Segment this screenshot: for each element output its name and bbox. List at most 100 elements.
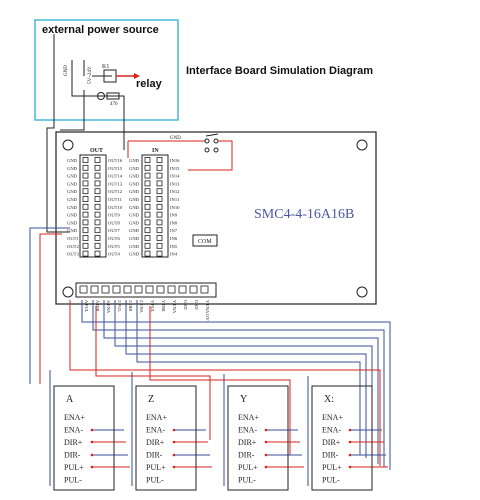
power-voltage-label: 5V~24V	[88, 66, 93, 84]
wire	[39, 233, 62, 384]
terminal-screw	[156, 285, 165, 294]
in-pin-right	[156, 227, 163, 234]
out-pin-right	[94, 227, 101, 234]
out-label-right: OUT16	[108, 158, 123, 163]
terminal-label: Z PUL	[117, 300, 122, 312]
out-pin-left	[82, 188, 89, 195]
junction-dot	[348, 453, 352, 457]
in-connector	[141, 154, 169, 258]
in-pin-left	[144, 180, 151, 187]
out-pin-right	[94, 242, 101, 249]
wire	[136, 300, 361, 455]
com-label: COM	[198, 239, 212, 245]
mount-hole-br	[356, 286, 368, 298]
driver-pin-label: DIR-	[146, 451, 163, 460]
switch-contact-b	[213, 138, 219, 144]
out-pin-left	[82, 235, 89, 241]
driver-pin-label: ENA+	[322, 413, 343, 422]
wire	[69, 300, 381, 466]
wire	[92, 300, 385, 467]
relay-label: relay	[136, 78, 163, 90]
driver-pin-label: ENA+	[238, 413, 259, 422]
in-pin-right	[156, 235, 163, 241]
out-label-left: GND	[67, 213, 78, 218]
out-pin-left	[82, 203, 89, 210]
terminal-label: Y ENA12V+	[205, 300, 210, 324]
in-label-right: IN8	[170, 220, 178, 225]
driver-axis-label: Z	[148, 394, 154, 405]
driver-pin-label: ENA+	[64, 413, 85, 422]
out-header: OUT	[90, 148, 103, 154]
terminal-label: A ENA	[106, 300, 111, 314]
terminal-label: A PUL	[84, 300, 89, 313]
in-label-right: IN15	[170, 166, 180, 171]
out-pin-right	[94, 180, 101, 187]
out-label-right: OUT13	[108, 181, 123, 186]
driver-axis-label: A	[66, 394, 74, 405]
out-label-left: GND	[67, 205, 78, 210]
driver-pin-label: DIR+	[322, 438, 341, 447]
in-header: IN	[152, 148, 159, 154]
driver-pin-label: PUL-	[64, 476, 82, 485]
led-icon	[97, 92, 105, 100]
board-model: SMC4-4-16A16B	[254, 207, 354, 222]
out-pin-right	[94, 211, 101, 218]
terminal-screw	[101, 285, 110, 294]
driver-pin-label: DIR+	[64, 438, 83, 447]
junction-dot	[172, 428, 176, 432]
in-label-left: GND	[129, 244, 140, 249]
junction-dot	[90, 440, 94, 444]
terminal-screw	[79, 285, 88, 294]
terminal-label: Y DIR	[161, 300, 166, 312]
in-pin-left	[144, 242, 151, 249]
switch-wire	[188, 140, 233, 171]
in-pin-left	[144, 196, 151, 202]
out-pin-right	[94, 164, 101, 171]
driver-pin-label: PUL-	[322, 476, 340, 485]
mount-hole-tr	[356, 139, 368, 151]
in-label-right: IN9	[170, 213, 178, 218]
in-label-left: GND	[129, 166, 140, 171]
diagram-title: Interface Board Simulation Diagram	[186, 65, 373, 77]
terminal-screw	[123, 285, 132, 294]
resistor-icon	[106, 92, 120, 100]
driver-pin-label: PUL+	[238, 463, 258, 472]
junction-dot	[90, 428, 94, 432]
in-label-right: IN11	[170, 197, 180, 202]
power-source-label: external power source	[42, 24, 159, 36]
out-pin-right	[94, 188, 101, 195]
in-label-left: GND	[129, 181, 140, 186]
relay-ref: K1	[102, 64, 109, 70]
in-label-right: IN12	[170, 189, 180, 194]
out-pin-left	[82, 227, 89, 234]
out-label-left: GND	[67, 189, 78, 194]
terminal-screw	[189, 285, 198, 294]
out-label-right: OUT10	[108, 205, 123, 210]
in-pin-right	[156, 157, 163, 163]
terminal-label: A DIR	[95, 300, 100, 312]
out-label-left: GND	[67, 228, 78, 233]
out-pin-left	[82, 196, 89, 202]
out-label-left: GND	[67, 166, 78, 171]
out-label-left: GND	[67, 220, 78, 225]
junction-dot	[172, 440, 176, 444]
junction-dot	[90, 453, 94, 457]
wire	[81, 300, 391, 470]
terminal-screw	[200, 285, 209, 294]
out-label-left: OUT1	[67, 236, 79, 241]
power-gnd-label: GND	[64, 65, 69, 76]
out-pin-left	[82, 157, 89, 163]
terminal-screw	[90, 285, 99, 294]
driver-pin-label: ENA-	[322, 426, 341, 435]
out-label-right: OUT12	[108, 189, 123, 194]
in-label-left: GND	[129, 197, 140, 202]
driver-pin-label: DIR-	[238, 451, 255, 460]
driver-pin-label: ENA-	[238, 426, 257, 435]
wire	[149, 306, 291, 455]
relay-arrow-icon	[134, 73, 140, 79]
out-label-right: OUT14	[108, 174, 123, 179]
wire	[29, 227, 70, 384]
in-pin-left	[144, 172, 151, 179]
